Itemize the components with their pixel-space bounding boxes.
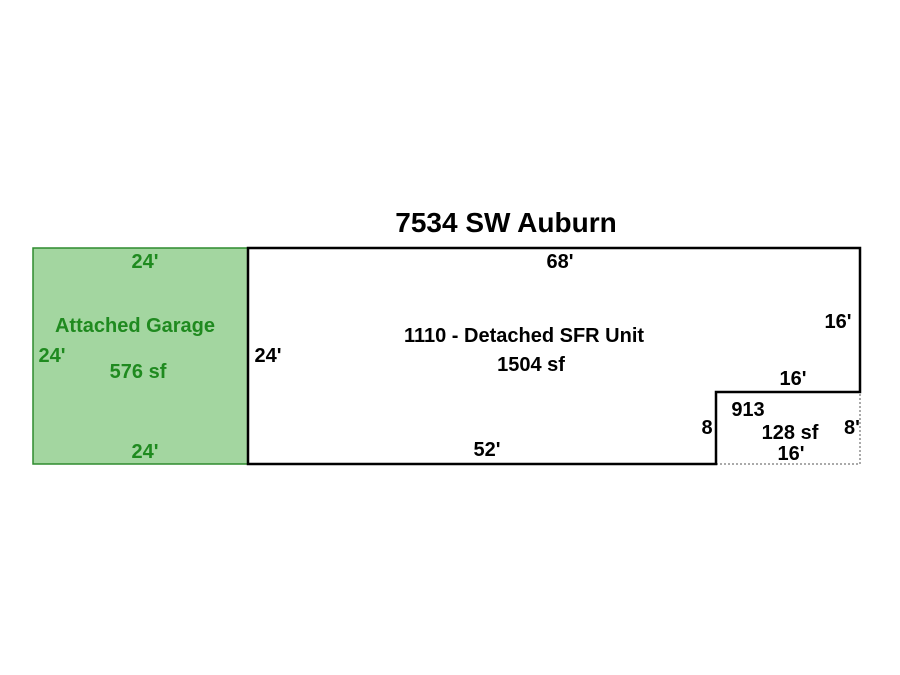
property-address-title: 7534 SW Auburn [395, 207, 616, 238]
main-area-label: 1504 sf [497, 354, 565, 376]
garage-label: Attached Garage [55, 315, 215, 337]
garage-area-label: 576 sf [110, 361, 167, 383]
extension-area-label: 128 sf [762, 422, 819, 444]
garage-top-dimension: 24' [131, 251, 158, 273]
main-left-dimension: 24' [254, 345, 281, 367]
main-bottom-dimension: 52' [473, 439, 500, 461]
extension-dotted-outline [716, 392, 861, 465]
garage-area [32, 247, 249, 465]
main-unit-outline [246, 246, 862, 466]
notch-side-dimension: 8 [701, 417, 712, 439]
main-top-dimension: 68' [546, 251, 573, 273]
garage-left-dimension: 24' [38, 345, 65, 367]
extension-code-label: 913 [731, 399, 764, 421]
notch-top-dimension: 16' [779, 368, 806, 390]
garage-bottom-dimension: 24' [131, 441, 158, 463]
extension-right-dimension: 8' [844, 417, 860, 439]
main-unit-label: 1110 - Detached SFR Unit [404, 325, 644, 347]
main-right-dimension: 16' [824, 311, 851, 333]
extension-bottom-dimension: 16' [777, 443, 804, 465]
